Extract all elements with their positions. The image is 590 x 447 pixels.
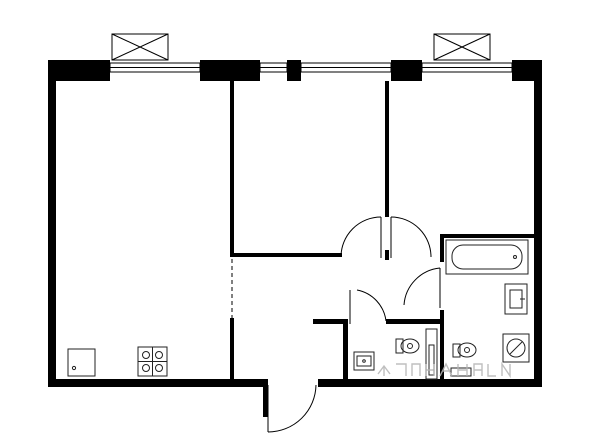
living-lower-partition [230, 318, 234, 380]
kitchen-sink-drain [71, 365, 77, 371]
bedroom2-bottom-wall [440, 234, 534, 238]
wc-fixtures [353, 328, 438, 380]
bathtub-icon [445, 239, 529, 275]
wc-sink-bowl [356, 355, 372, 367]
watermark-mark [377, 364, 391, 376]
washer-mark [509, 341, 523, 355]
burner-1 [142, 351, 150, 359]
door-swing-icon [267, 216, 441, 433]
bath-riser [450, 367, 472, 377]
washer-frame [502, 333, 530, 363]
ac-unit-left [111, 33, 169, 61]
wc-toilet-bowl [400, 338, 420, 354]
bath-toilet-bowl [457, 342, 477, 358]
door-wc-arc [356, 289, 387, 322]
wc-riser-inner [428, 344, 435, 376]
burner-2 [155, 351, 163, 359]
interior-walls [230, 81, 534, 380]
wc-top-wall [313, 319, 348, 324]
bathroom-left-wall-top [440, 234, 444, 262]
top-wall-mid-3 [391, 60, 422, 81]
top-wall-left-corner [48, 60, 110, 81]
wc-top-wall-right [386, 319, 440, 324]
bathroom-left-wall-bottom [440, 310, 444, 380]
burner-3 [142, 364, 150, 372]
bathtub-outer [445, 239, 529, 275]
bathtub-inner [451, 244, 523, 270]
bathroom-fixtures [445, 239, 530, 377]
bedroom1-bottom-wall [230, 253, 342, 257]
outer-walls [48, 60, 542, 417]
toilet-icon [395, 338, 420, 354]
bath-sink-frame [504, 283, 528, 315]
partition-bedrooms-stub [385, 250, 389, 260]
watermark-logo [377, 361, 511, 379]
partition-living-bedroom [230, 81, 234, 257]
door-bedroom1-arc [340, 216, 382, 258]
bath-sink-bowl [509, 289, 523, 309]
bathtub-drain [513, 255, 517, 259]
bottom-wall-right [318, 379, 542, 387]
wc-sink-drain [362, 359, 366, 363]
toilet-icon [452, 342, 477, 358]
ac-unit-right [433, 33, 491, 61]
cooktop-icon [137, 346, 168, 377]
sink-icon [67, 348, 96, 377]
ac-unit-right-diag-2 [433, 33, 491, 61]
wc-toilet-hole [407, 343, 413, 349]
door-bedroom2-arc [390, 216, 432, 258]
ac-unit-left-diag-2 [111, 33, 169, 61]
window-icon [109, 62, 513, 73]
sink-icon [353, 351, 375, 371]
washing-machine-icon [502, 333, 530, 363]
bath-toilet-hole [464, 347, 470, 353]
right-wall [534, 60, 542, 387]
watermark-glyphs [396, 361, 511, 379]
entry-jamb [263, 379, 268, 417]
top-wall-mid-1 [200, 60, 260, 81]
bottom-wall-left [48, 379, 267, 387]
sink-icon [504, 283, 528, 315]
washer-drum [506, 338, 526, 358]
partition-bedrooms [385, 81, 389, 217]
wc-riser-outer [425, 328, 438, 380]
kitchen-fixtures [67, 346, 168, 377]
wc-sink-frame [353, 351, 375, 371]
wc-toilet-tank [395, 338, 404, 354]
door-bathroom-arc [403, 267, 441, 306]
top-wall-mid-2 [287, 60, 301, 81]
ac-unit-icon [111, 33, 491, 61]
bath-toilet-tank [452, 343, 461, 358]
burner-4 [155, 364, 163, 372]
left-wall [48, 60, 56, 387]
door-entry-arc [267, 384, 317, 433]
kitchen-sink-basin [67, 348, 96, 377]
wc-left-wall [343, 319, 348, 380]
